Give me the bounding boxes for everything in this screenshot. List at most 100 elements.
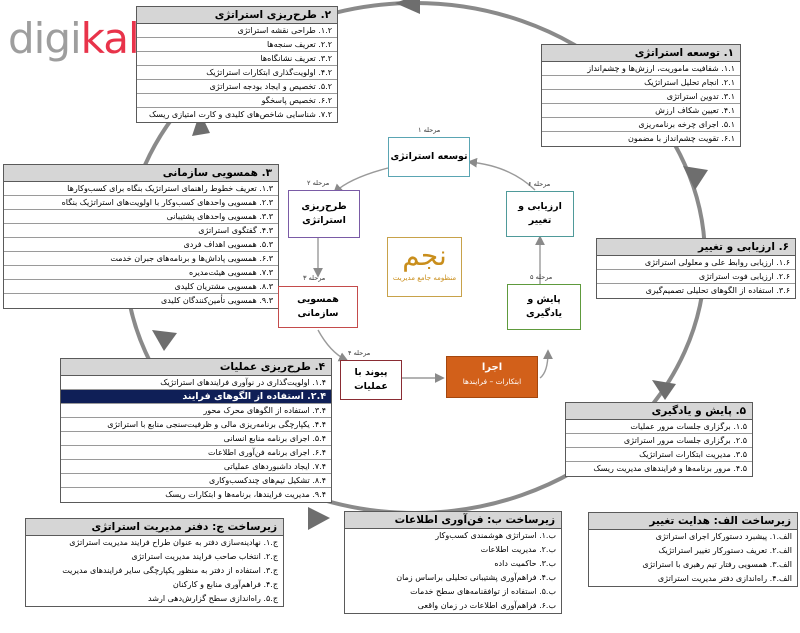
inner-arrow-1-2	[332, 167, 389, 194]
box-title: زیرساخت ب: فن‌آوری اطلاعات	[345, 512, 561, 529]
box-title: ۱. توسعه استراتژی	[542, 45, 740, 62]
node-execution: اجرا ابتکارات – فرایندها	[446, 356, 538, 398]
list-item: ۳.۳. همسویی واحدهای پشتیبانی	[4, 210, 278, 224]
list-item: ۱.۱. شفافیت ماموریت، ارزش‌ها و چشم‌انداز	[542, 62, 740, 76]
list-item: ۱.۲. طراحی نقشه استراتژی	[137, 24, 337, 38]
node-label: طرح‌ریزی استراتژی	[301, 201, 347, 226]
execution-subtitle: ابتکارات – فرایندها	[462, 377, 522, 386]
najm-logo-caption: منظومه جامع مدیریت	[392, 274, 457, 282]
list-item: ب.۳. حاکمیت داده	[494, 559, 556, 568]
cycle-arrowhead-right-upper	[683, 166, 708, 190]
list-item: الف.۴. راه‌اندازی دفتر مدیریت استراتژی	[657, 574, 792, 583]
list-item: ۴.۱. تعیین شکاف ارزش	[542, 104, 740, 118]
list-item: ۳.۲. تعریف نشانگاه‌ها	[137, 52, 337, 66]
list-item: ۴.۵. مرور برنامه‌ها و فرایندهای مدیریت ر…	[593, 464, 747, 473]
list-item: ۳.۱. تدوین استراتژی	[542, 90, 740, 104]
list-item: ۳.۶. استفاده از الگوهای تحلیلی تصمیم‌گیر…	[645, 286, 790, 295]
highlighted-list-item: ۲.۴. استفاده از الگوهای فرایند	[61, 390, 331, 404]
cycle-arrowhead-bottom	[308, 507, 330, 530]
list-item: ۲.۶. ارزیابی فوت استراتژی	[597, 270, 795, 284]
list-item: ج.۵. راه‌اندازی سطح گزارش‌دهی ارشد	[148, 594, 278, 603]
list-item: ۹.۳. همسویی تأمین‌کنندگان کلیدی	[160, 296, 273, 305]
list-item: ۲.۲. تعریف سنجه‌ها	[137, 38, 337, 52]
cycle-arrowhead-top	[395, 0, 420, 14]
stage-label-6: مرحله ۶	[528, 180, 551, 188]
box-operations-planning: ۴. طرح‌ریزی عملیات ۱.۴. اولویت‌گذاری در …	[60, 358, 332, 503]
stage-label-5: مرحله ۵	[530, 273, 553, 281]
list-item: ج.۳. استفاده از دفتر به منظور یکپارچگی س…	[62, 566, 278, 575]
node-strategy-development: توسعه استراتژی	[388, 137, 470, 177]
box-title: ۶. ارزیابی و تغییر	[597, 239, 795, 256]
box-title: ۵. پایش و یادگیری	[566, 403, 752, 420]
list-item: الف.۲. تعریف دستورکار تغییر استراتژیک	[658, 546, 792, 555]
box-title: ۲. طرح‌ریزی استراتژی	[137, 7, 337, 24]
list-item: ۸.۴. تشکیل تیم‌های چندکسب‌وکاری	[61, 474, 331, 488]
stage-label-1: مرحله ۱	[418, 126, 441, 134]
list-item: ۶.۳. همسویی پاداش‌ها و برنامه‌های جبران …	[4, 252, 278, 266]
list-item: ۲.۵. برگزاری جلسات مرور استراتژی	[566, 434, 752, 448]
list-item: ۲.۱. انجام تحلیل استراتژیک	[542, 76, 740, 90]
list-item: ب.۶. فراهم‌آوری اطلاعات در زمان واقعی	[417, 601, 556, 610]
list-item: ۵.۴. اجرای برنامه منابع انسانی	[61, 432, 331, 446]
cycle-arrowhead-left-lower	[152, 330, 177, 351]
list-item: ۷.۲. شناسایی شاخص‌های کلیدی و کارت امتیا…	[149, 110, 332, 119]
list-item: ۵.۳. همسویی اهداف فردی	[4, 238, 278, 252]
node-label: پایش و یادگیری	[525, 294, 563, 319]
inner-arrow-3-4	[317, 329, 349, 362]
execution-title: اجرا	[481, 362, 503, 373]
box-monitoring-and-learning: ۵. پایش و یادگیری ۱.۵. برگزاری جلسات مرو…	[565, 402, 753, 477]
list-item: ۱.۵. برگزاری جلسات مرور عملیات	[566, 420, 752, 434]
node-organizational-alignment: همسویی سازمانی	[278, 286, 358, 328]
list-item: ۳.۴. استفاده از الگوهای محرک محور	[61, 404, 331, 418]
inner-arrow-6-1	[467, 157, 536, 191]
list-item: ۷.۳. همسویی هیئت‌مدیره	[4, 266, 278, 280]
list-item: ۹.۴. مدیریت فرایندها، برنامه‌ها و ابتکار…	[165, 490, 326, 499]
list-item: الف.۱. پیشبرد دستورکار اجرای استراتژی	[655, 532, 792, 541]
list-item: ب.۱. استراتژی هوشمندی کسب‌وکار	[435, 531, 556, 540]
box-organizational-alignment: ۳. همسویی سازمانی ۱.۳. تعریف خطوط راهنما…	[3, 164, 279, 309]
logo-gray-part: digi	[8, 14, 82, 63]
list-item: ۴.۴. یکپارچگی برنامه‌ریزی مالی و ظرفیت‌س…	[61, 418, 331, 432]
list-item: ۷.۴. ایجاد داشبوردهای عملیاتی	[61, 460, 331, 474]
list-item: ۶.۴. اجرای برنامه فن‌آوری اطلاعات	[61, 446, 331, 460]
najm-logo-mark: نجم	[402, 239, 447, 272]
list-item: ج.۲. انتخاب صاحب فرایند مدیریت استراتژی	[131, 552, 278, 561]
box-title: زیرساخت ج: دفتر مدیریت استراتژی	[26, 519, 283, 536]
stage-label-2: مرحله ۲	[307, 179, 330, 187]
node-label: توسعه استراتژی	[390, 151, 468, 162]
list-item: ۱.۴. اولویت‌گذاری در نوآوری فرایندهای اس…	[61, 376, 331, 390]
list-item: ب.۲. مدیریت اطلاعات	[480, 545, 556, 554]
stage-label-4: مرحله ۴	[348, 349, 371, 357]
cycle-arrowhead-left-upper	[192, 112, 210, 136]
list-item: ۸.۳. همسویی مشتریان کلیدی	[4, 280, 278, 294]
list-item: ۵.۱. اجرای چرخه برنامه‌ریزی	[542, 118, 740, 132]
box-title: ۳. همسویی سازمانی	[4, 165, 278, 182]
node-evaluation-and-change: ارزیابی و تغییر	[506, 191, 574, 237]
box-evaluation-and-change: ۶. ارزیابی و تغییر ۱.۶. ارزیابی روابط عل…	[596, 238, 796, 299]
node-strategy-planning: طرح‌ریزی استراتژی	[288, 190, 360, 238]
list-item: ۶.۲. تخصیص پاسخگو	[137, 94, 337, 108]
box-strategy-development: ۱. توسعه استراتژی ۱.۱. شفافیت ماموریت، ا…	[541, 44, 741, 147]
list-item: ۲.۳. همسویی واحدهای کسب‌وکار با اولویت‌ه…	[4, 196, 278, 210]
box-infrastructure-c: زیرساخت ج: دفتر مدیریت استراتژی ج.۱. نها…	[25, 518, 284, 607]
list-item: ۱.۳. تعریف خطوط راهنمای استراتژیک بنگاه …	[4, 182, 278, 196]
stage-label-3: مرحله ۳	[303, 274, 326, 282]
list-item: ۱.۶. ارزیابی روابط علی و معلولی استراتژی	[597, 256, 795, 270]
list-item: ۴.۲. اولویت‌گذاری ابتکارات استراتژیک	[137, 66, 337, 80]
node-label: همسویی سازمانی	[297, 294, 339, 319]
list-item: ۵.۲. تخصیص و ایجاد بودجه استراتژی	[137, 80, 337, 94]
box-strategy-planning: ۲. طرح‌ریزی استراتژی ۱.۲. طراحی نقشه است…	[136, 6, 338, 123]
list-item: ۶.۱. تقویت چشم‌انداز با مضمون	[627, 134, 735, 143]
list-item: الف.۳. همسویی رفتار تیم رهبری با استراتژ…	[642, 560, 792, 569]
list-item: ب.۵. استفاده از توافقنامه‌های سطح خدمات	[410, 587, 556, 596]
list-item: ج.۴. فراهم‌آوری منابع و کارکنان	[172, 580, 278, 589]
list-item: ب.۴. فراهم‌آوری پشتیبانی تحلیلی براساس ز…	[396, 573, 556, 582]
node-monitoring-and-learning: پایش و یادگیری	[507, 284, 581, 330]
box-infrastructure-a: زیرساخت الف: هدایت تغییر الف.۱. پیشبرد د…	[588, 512, 798, 587]
najm-center-logo: نجم منظومه جامع مدیریت	[387, 237, 462, 297]
list-item: ۴.۳. گفتگوی استراتژی	[4, 224, 278, 238]
node-label: پیوند با عملیات	[354, 367, 388, 392]
box-infrastructure-b: زیرساخت ب: فن‌آوری اطلاعات ب.۱. استراتژی…	[344, 511, 562, 614]
box-title: زیرساخت الف: هدایت تغییر	[589, 513, 797, 530]
